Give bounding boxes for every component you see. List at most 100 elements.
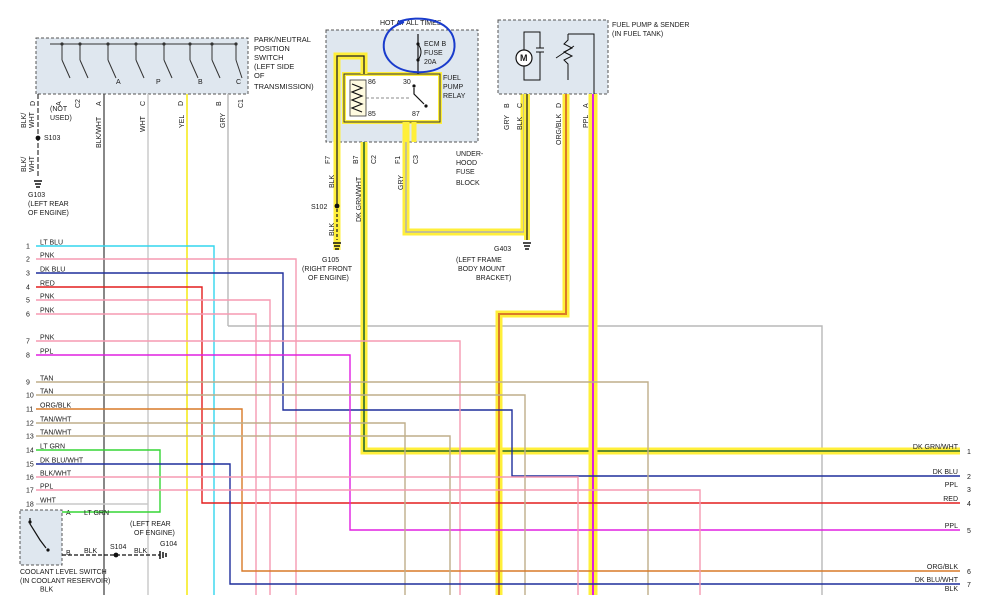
svg-text:C2: C2 (371, 155, 378, 164)
coolant-switch-title: COOLANT LEVEL SWITCH (IN COOLANT RESERVO… (20, 569, 110, 585)
g403-label: G403 (LEFT FRAME BODY MOUNT BRACKET) (456, 246, 511, 282)
svg-text:BLK: BLK (134, 548, 148, 555)
svg-text:WHT: WHT (140, 115, 147, 132)
svg-text:(LEFT REAR: (LEFT REAR (130, 521, 171, 528)
left-connector-wire-color: DK BLU (40, 267, 65, 274)
left-connector-pin: 9 (26, 380, 30, 387)
svg-text:86: 86 (368, 79, 376, 86)
svg-text:B: B (66, 550, 71, 557)
pn-contact-p: P (156, 79, 161, 86)
svg-text:ECM B: ECM B (424, 41, 447, 48)
svg-text:BLK/: BLK/ (21, 113, 28, 128)
coolant-level-switch: A B LT GRN BLK S104 BLK G104 (LEFT REAR … (19, 509, 177, 585)
right-connector-pin: 3 (967, 487, 971, 494)
ground-symbol-g105 (333, 242, 341, 250)
svg-text:BLK/: BLK/ (21, 157, 28, 172)
svg-text:(IN COOLANT RESERVOIR): (IN COOLANT RESERVOIR) (20, 578, 110, 585)
svg-text:USED): USED) (50, 115, 72, 122)
pn-contact-a: A (116, 79, 121, 86)
svg-text:A: A (66, 510, 71, 517)
ground-symbol-g403 (523, 242, 531, 250)
svg-text:YEL: YEL (179, 115, 186, 128)
pn-contact-b: B (198, 79, 203, 86)
svg-text:20A: 20A (424, 59, 437, 66)
ecm-b-fuse-label: ECM B FUSE 20A (424, 41, 447, 66)
svg-text:BLK: BLK (84, 548, 98, 555)
left-connector-pin: 4 (26, 285, 30, 292)
left-connector-pin: 12 (26, 421, 34, 428)
svg-text:FUSE: FUSE (456, 169, 475, 176)
svg-text:(IN FUEL TANK): (IN FUEL TANK) (612, 31, 663, 38)
svg-text:OF ENGINE): OF ENGINE) (28, 210, 69, 217)
fuel-pump-relay-label: FUEL PUMP RELAY (443, 75, 466, 100)
svg-text:COOLANT LEVEL SWITCH: COOLANT LEVEL SWITCH (20, 569, 107, 576)
left-connector-wires (36, 245, 960, 595)
right-connector-wire-color: BLK (945, 586, 959, 593)
svg-text:85: 85 (368, 111, 376, 118)
svg-text:C: C (517, 103, 524, 108)
svg-text:F7: F7 (325, 156, 332, 164)
left-connector-wire-color: BLK/WHT (40, 471, 72, 478)
left-connector-wire-color: PPL (40, 349, 53, 356)
right-connector-wire-color: PPL (945, 482, 958, 489)
left-connector-wire-color: TAN (40, 389, 53, 396)
right-connector-pin: 1 (967, 449, 971, 456)
g103-ground-group: S103 BLK/ WHT BLK/ WHT G103 (LEFT REAR O… (21, 94, 72, 217)
svg-text:RELAY: RELAY (443, 93, 466, 100)
s102-label: S102 (311, 204, 327, 211)
left-connector-pin: 7 (26, 339, 30, 346)
pn-switch-title: PARK/NEUTRAL POSITION SWITCH (LEFT SIDE … (254, 35, 314, 91)
svg-text:GRY: GRY (504, 115, 511, 130)
left-connector-wire-color: PNK (40, 308, 55, 315)
left-connector-pin: 6 (26, 312, 30, 319)
pump-motor-symbol: M (520, 53, 528, 63)
s103-label: S103 (44, 135, 60, 142)
svg-text:BLK/WHT: BLK/WHT (96, 116, 103, 148)
svg-text:SWITCH: SWITCH (254, 53, 284, 62)
svg-text:WHT: WHT (29, 111, 36, 128)
left-connector-wire-color: TAN/WHT (40, 430, 72, 437)
svg-text:BRACKET): BRACKET) (476, 275, 511, 282)
right-connector-pin: 5 (967, 528, 971, 535)
g104-location: (LEFT REAR OF ENGINE) (130, 521, 175, 537)
left-connector-wire-color: WHT (40, 498, 57, 505)
left-connector-wire-color: PNK (40, 335, 55, 342)
left-connector-wire-color: DK BLU/WHT (40, 458, 84, 465)
left-connector-pin: 18 (26, 502, 34, 509)
svg-text:A: A (96, 101, 103, 106)
svg-text:B: B (216, 101, 223, 106)
svg-text:PPL: PPL (583, 115, 590, 128)
fuel-pump-title: FUEL PUMP & SENDER (IN FUEL TANK) (612, 22, 689, 38)
svg-text:(RIGHT FRONT: (RIGHT FRONT (302, 266, 353, 273)
left-connector-pin: 5 (26, 298, 30, 305)
svg-text:B7: B7 (353, 155, 360, 164)
right-connector-wire-color: PPL (945, 523, 958, 530)
right-connector-wire-color: RED (943, 496, 958, 503)
svg-text:(LEFT REAR: (LEFT REAR (28, 201, 69, 208)
svg-text:GRY: GRY (398, 175, 405, 190)
svg-text:B: B (504, 103, 511, 108)
svg-text:BLOCK: BLOCK (456, 180, 480, 187)
left-connector-wire-color: ORG/BLK (40, 403, 71, 410)
right-connector-wire-color: DK BLU (933, 469, 958, 476)
s104-label: S104 (110, 544, 126, 551)
svg-text:FUSE: FUSE (424, 50, 443, 57)
svg-text:30: 30 (403, 79, 411, 86)
svg-text:BODY MOUNT: BODY MOUNT (458, 266, 506, 273)
svg-text:OF ENGINE): OF ENGINE) (308, 275, 349, 282)
left-connector-pin: 15 (26, 462, 34, 469)
svg-text:D: D (30, 101, 37, 106)
hot-at-all-times-label: HOT AT ALL TIMES (380, 20, 442, 27)
svg-text:OF: OF (254, 71, 265, 80)
left-connector-pin: 3 (26, 271, 30, 278)
park-neutral-switch: A P B C PARK/NEUTRAL POSITION SWITCH (LE… (30, 35, 314, 108)
fuel-pump-sender: M FUEL PUMP & SENDER (IN FUEL TANK) B C … (497, 19, 689, 108)
left-connector-pin: 10 (26, 393, 34, 400)
left-connector-pin: 11 (26, 407, 33, 414)
svg-text:UNDER-: UNDER- (456, 151, 484, 158)
svg-text:LT GRN: LT GRN (84, 510, 109, 517)
right-connector-wire-color: DK BLU/WHT (915, 577, 959, 584)
left-connector-pin: 1 (26, 244, 30, 251)
